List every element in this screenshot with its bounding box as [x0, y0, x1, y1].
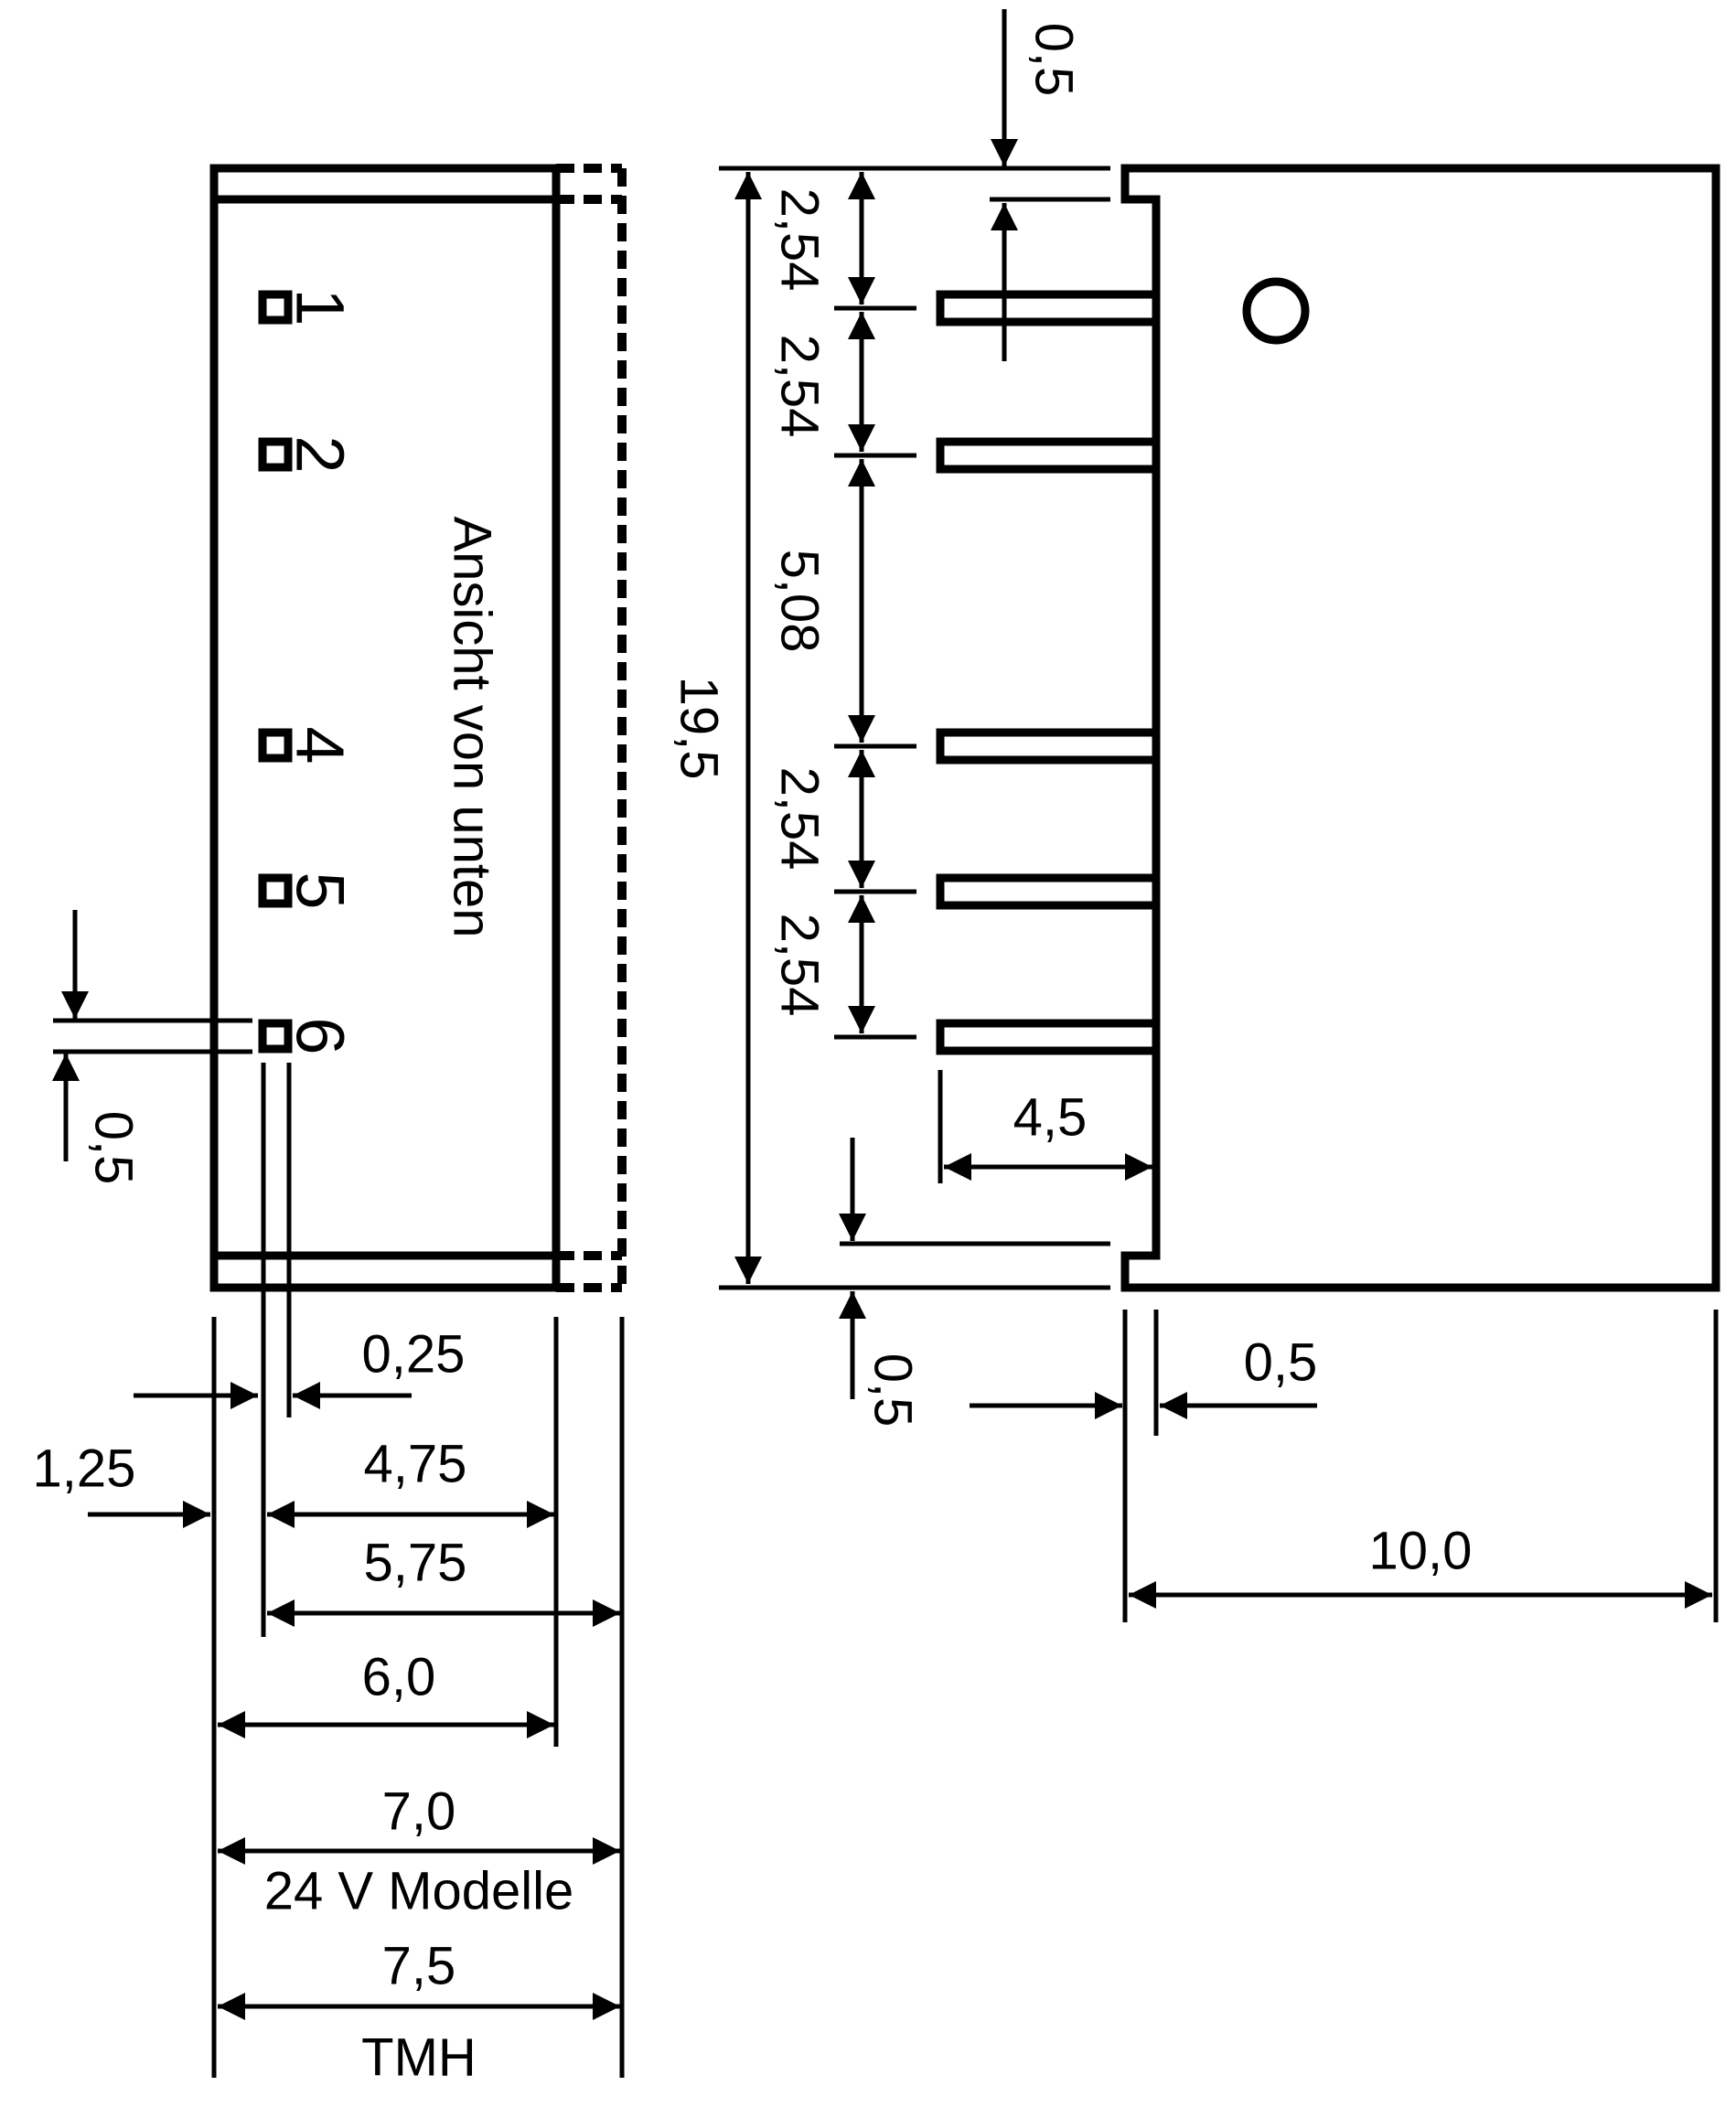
w475-label: 4,75 [364, 1434, 467, 1493]
w60-label: 6,0 [362, 1647, 436, 1706]
bottom-view-outline [209, 164, 561, 1292]
height-label: 19,5 [670, 677, 729, 780]
top-gap-label: 0,5 [1024, 23, 1084, 97]
pin-label-4: 4 [282, 726, 358, 764]
side-view-outline [1120, 164, 1720, 1292]
bottom-view: 1 2 4 5 6 Ansicht von unten 0,5 0,25 1,2… [33, 164, 627, 2087]
side-pin-4 [936, 728, 1154, 765]
gap5-label: 5,08 [770, 550, 830, 653]
side-pin-6 [936, 1019, 1154, 1055]
pin-len-label: 4,5 [1013, 1087, 1088, 1147]
w75-label: 7,5 [382, 1936, 456, 1995]
pin-label-1: 1 [282, 288, 358, 326]
side-pin-1 [936, 290, 1154, 326]
pin-square-1 [258, 290, 293, 325]
pin-width-label: 0,5 [84, 1111, 144, 1185]
pitch1-label: 2,54 [770, 188, 830, 292]
model-24v-label: 24 V Modelle [264, 1861, 574, 1920]
side-pin-5 [936, 873, 1154, 910]
bottom-gap-label: 0,5 [863, 1353, 923, 1428]
width-label: 10,0 [1369, 1521, 1473, 1580]
pin-label-5: 5 [282, 872, 358, 909]
pin-square-6 [258, 1019, 293, 1054]
pin-square-5 [258, 873, 293, 908]
pitch4-label: 2,54 [770, 914, 830, 1017]
side-view: 0,5 19,5 2,54 2,54 5,08 2,54 2,54 4,5 0,… [670, 9, 1720, 1622]
pin-square-2 [258, 437, 293, 472]
pin-square-4 [258, 728, 293, 763]
pin-label-2: 2 [282, 435, 358, 473]
pitch3-label: 2,54 [770, 767, 830, 871]
pin-label-6: 6 [282, 1017, 358, 1054]
w575-label: 5,75 [364, 1533, 467, 1592]
w70-label: 7,0 [382, 1781, 456, 1841]
pitch2-label: 2,54 [770, 335, 830, 438]
side-pin-2 [936, 437, 1154, 474]
edge-off-label: 0,25 [362, 1324, 466, 1384]
model-tmh-label: TMH [361, 2027, 477, 2087]
side-gap-label: 0,5 [1244, 1332, 1318, 1392]
view-label: Ansicht von unten [443, 516, 502, 937]
pin1-marker-icon [1242, 277, 1310, 345]
pin-row-label: 1,25 [33, 1439, 136, 1498]
